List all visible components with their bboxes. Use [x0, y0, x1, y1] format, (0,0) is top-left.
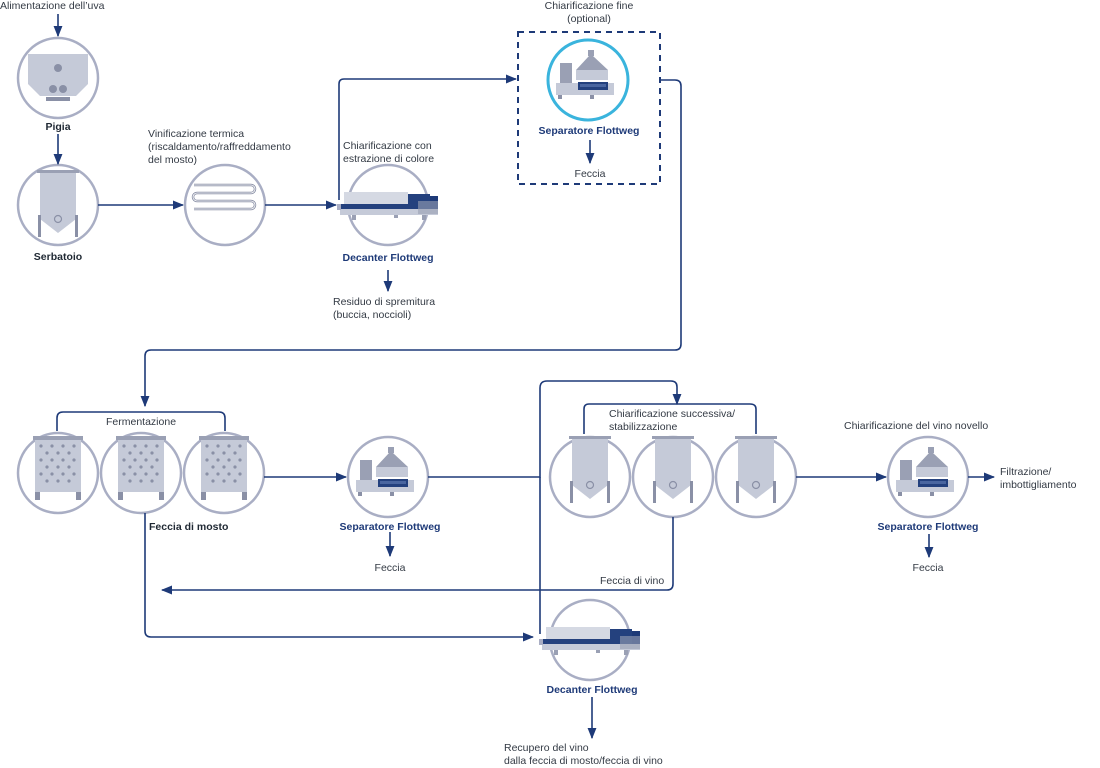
fine-clarif-label-1: Chiarificazione fine — [544, 0, 634, 12]
post-clarif-label-1: Chiarificazione successiva/ — [609, 408, 736, 420]
separator3-label: Separatore Flottweg — [877, 521, 979, 533]
ferm-tank-icon-1 — [33, 436, 83, 500]
flow-must-lees-to-decanter2 — [144, 513, 535, 642]
flow-sep2-to-postclarif — [428, 380, 682, 478]
crusher-icon — [28, 54, 88, 101]
crusher-label: Pigia — [45, 121, 71, 133]
post-clarif-label-2: stabilizzazione — [609, 421, 678, 433]
tank-label: Serbatoio — [33, 251, 83, 263]
recovery-label-1: Recupero del vino — [504, 742, 589, 754]
separator-fine-label: Separatore Flottweg — [538, 125, 640, 137]
residue-label-1: Residuo di spremitura — [333, 296, 436, 308]
lees2-label: Feccia — [374, 562, 406, 574]
optional-box — [517, 31, 661, 185]
clarif-color-label-2: estrazione di colore — [343, 153, 435, 165]
must-lees-label: Feccia di mosto — [149, 521, 229, 533]
fermentation-manifold — [56, 411, 226, 431]
thermo-circle — [183, 163, 267, 247]
separator2-label: Separatore Flottweg — [339, 521, 441, 533]
thermo-label-1: Vinificazione termica — [148, 128, 245, 140]
ferm-tank-icon-2 — [116, 436, 166, 500]
decanter2-label: Decanter Flottweg — [546, 684, 638, 696]
fine-clarif-label-2: (optional) — [567, 13, 611, 25]
residue-label-2: (buccia, noccioli) — [333, 309, 412, 321]
filtration-label-1: Filtrazione/ — [1000, 466, 1052, 478]
decanter1-label: Decanter Flottweg — [342, 252, 434, 264]
clarif-color-label-1: Chiarificazione con — [343, 140, 432, 152]
flow-decanter-to-fine — [338, 74, 518, 200]
lees3-label: Feccia — [912, 562, 944, 574]
fermentation-label: Fermentazione — [106, 416, 177, 428]
grape-feed-label: Alimentazione dell’uva — [0, 0, 105, 12]
thermo-label-2: (riscaldamento/raffreddamento — [148, 141, 291, 153]
recovery-label-2: dalla feccia di mosto/feccia di vino — [504, 755, 663, 767]
lees-fine-label: Feccia — [574, 168, 606, 180]
young-wine-clarif-label: Chiarificazione del vino novello — [844, 420, 989, 432]
flow-wine-lees-return — [160, 517, 674, 595]
filtration-label-2: imbottigliamento — [1000, 479, 1077, 491]
ferm-tank-icon-3 — [199, 436, 249, 500]
thermo-label-3: del mosto) — [148, 154, 198, 166]
postclarif-manifold — [583, 403, 757, 434]
flow-fine-to-fermentation — [140, 79, 682, 408]
wine-lees-label: Feccia di vino — [600, 575, 665, 587]
